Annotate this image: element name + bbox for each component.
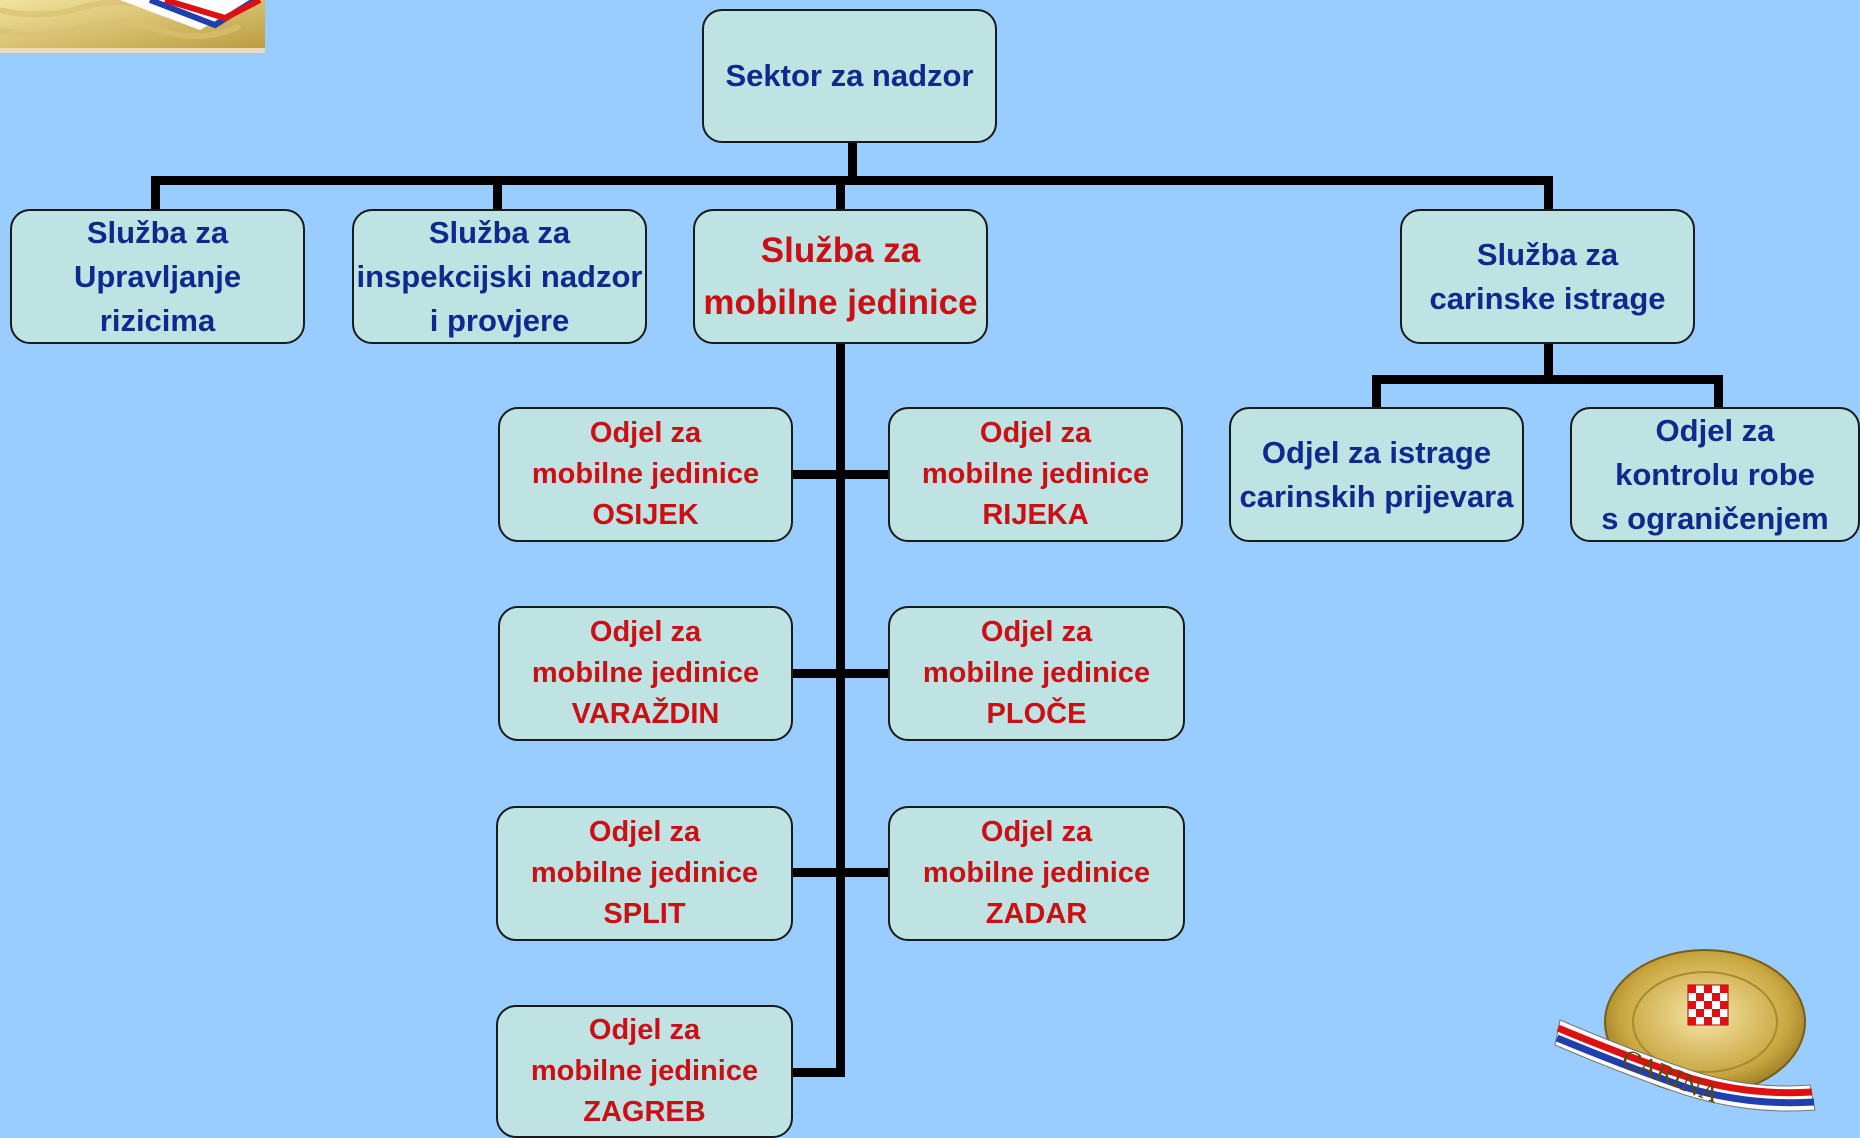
connector bbox=[848, 140, 857, 180]
unit-box-osijek: Odjel za mobilne jedinice OSIJEK bbox=[498, 407, 793, 542]
unit-label-line: RIJEKA bbox=[982, 499, 1089, 531]
carina-emblem-top-left bbox=[0, 0, 265, 53]
unit-label-line: carinskih prijevara bbox=[1239, 478, 1514, 514]
service-box-rizici: Služba za Upravljanje rizicima bbox=[10, 209, 305, 344]
connector bbox=[836, 176, 845, 212]
carina-emblem: CARINA bbox=[1554, 949, 1816, 1112]
unit-label-line: mobilne jedinice bbox=[530, 857, 759, 889]
unit-label-line: kontrolu robe bbox=[1615, 456, 1815, 492]
service-label-line: Služba za bbox=[428, 214, 571, 250]
service-label-line: carinske istrage bbox=[1429, 280, 1666, 316]
unit-label-line: Odjel za bbox=[980, 816, 1093, 848]
connector bbox=[1714, 375, 1723, 407]
unit-box-zagreb: Odjel za mobilne jedinice ZAGREB bbox=[496, 1005, 793, 1138]
service-label-line: i provjere bbox=[429, 302, 570, 338]
service-label-line: Upravljanje bbox=[73, 258, 242, 294]
unit-box-kontrola-robe: Odjel za kontrolu robe s ograničenjem bbox=[1570, 407, 1860, 542]
service-label-line: Služba za bbox=[760, 230, 921, 270]
connector bbox=[836, 342, 845, 1077]
connector bbox=[151, 176, 160, 212]
connector bbox=[1544, 176, 1553, 212]
unit-box-zadar: Odjel za mobilne jedinice ZADAR bbox=[888, 806, 1185, 941]
unit-box-varazdin: Odjel za mobilne jedinice VARAŽDIN bbox=[498, 606, 793, 741]
connector bbox=[1544, 342, 1553, 380]
unit-label-line: Odjel za bbox=[588, 816, 701, 848]
connector bbox=[792, 868, 892, 877]
unit-label-line: ZADAR bbox=[985, 898, 1088, 930]
unit-label-line: Odjel za istrage bbox=[1261, 434, 1492, 470]
service-box-istrage: Služba za carinske istrage bbox=[1400, 209, 1695, 344]
connector bbox=[151, 176, 1553, 185]
connector bbox=[792, 470, 892, 479]
service-label-line: rizicima bbox=[99, 302, 216, 338]
unit-label-line: mobilne jedinice bbox=[531, 458, 760, 490]
root-label: Sektor za nadzor bbox=[725, 58, 974, 93]
unit-label-line: Odjel za bbox=[589, 417, 702, 449]
service-label-line: Služba za bbox=[86, 214, 229, 250]
unit-label-line: PLOČE bbox=[986, 698, 1087, 730]
service-label-line: inspekcijski nadzor bbox=[356, 258, 643, 294]
connector bbox=[792, 669, 892, 678]
unit-label-line: mobilne jedinice bbox=[531, 657, 760, 689]
unit-label-line: Odjel za bbox=[589, 616, 702, 648]
service-box-mobilne: Služba za mobilne jedinice bbox=[693, 209, 988, 344]
service-box-inspekcija: Služba za inspekcijski nadzor i provjere bbox=[352, 209, 647, 344]
unit-label-line: Odjel za bbox=[588, 1014, 701, 1046]
unit-label-line: s ograničenjem bbox=[1601, 500, 1829, 536]
unit-box-rijeka: Odjel za mobilne jedinice RIJEKA bbox=[888, 407, 1183, 542]
unit-label-line: mobilne jedinice bbox=[530, 1055, 759, 1087]
unit-label-line: SPLIT bbox=[603, 898, 686, 930]
unit-label-line: mobilne jedinice bbox=[922, 657, 1151, 689]
connector bbox=[792, 1068, 845, 1077]
unit-label-line: VARAŽDIN bbox=[571, 698, 720, 730]
unit-box-istrage-prijevara: Odjel za istrage carinskih prijevara bbox=[1229, 407, 1524, 542]
unit-box-split: Odjel za mobilne jedinice SPLIT bbox=[496, 806, 793, 941]
connector bbox=[493, 176, 502, 212]
unit-label-line: ZAGREB bbox=[583, 1096, 706, 1128]
connector bbox=[1372, 375, 1381, 407]
service-label-line: mobilne jedinice bbox=[703, 282, 978, 322]
unit-label-line: mobilne jedinice bbox=[922, 857, 1151, 889]
unit-box-ploce: Odjel za mobilne jedinice PLOČE bbox=[888, 606, 1185, 741]
service-label-line: Služba za bbox=[1476, 236, 1619, 272]
unit-label-line: Odjel za bbox=[980, 616, 1093, 648]
unit-label-line: Odjel za bbox=[979, 417, 1092, 449]
connector bbox=[1372, 375, 1723, 384]
unit-label-line: mobilne jedinice bbox=[921, 458, 1150, 490]
unit-label-line: OSIJEK bbox=[592, 499, 699, 531]
unit-label-line: Odjel za bbox=[1655, 412, 1775, 448]
root-box: Sektor za nadzor bbox=[702, 9, 997, 143]
